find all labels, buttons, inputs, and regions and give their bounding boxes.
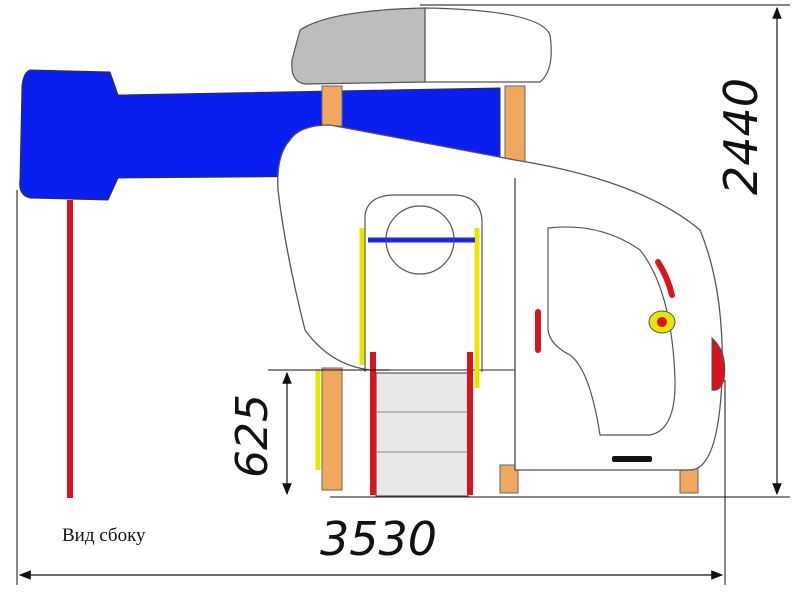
wood-post-bottom-mid — [499, 464, 519, 494]
canopy-white — [424, 7, 552, 83]
dimension-total-width: 3530 — [320, 512, 437, 566]
stairs-panel — [375, 372, 469, 497]
dimension-platform-height: 625 — [227, 394, 278, 478]
red-handle-upper — [655, 259, 675, 298]
red-stringer-left — [370, 352, 376, 495]
steering-hub — [657, 317, 667, 327]
cabin-window — [547, 226, 676, 436]
red-headlight — [711, 336, 726, 391]
dark-slot — [612, 456, 652, 462]
canopy-grey — [291, 7, 426, 85]
view-caption: Вид сбоку — [62, 525, 146, 546]
dimension-total-height: 2440 — [714, 78, 768, 195]
red-pole — [67, 200, 73, 498]
red-stringer-right — [467, 352, 473, 495]
arch-doorway — [364, 194, 483, 372]
wood-post-left — [321, 85, 343, 127]
wood-post-bottom-left — [321, 367, 343, 491]
